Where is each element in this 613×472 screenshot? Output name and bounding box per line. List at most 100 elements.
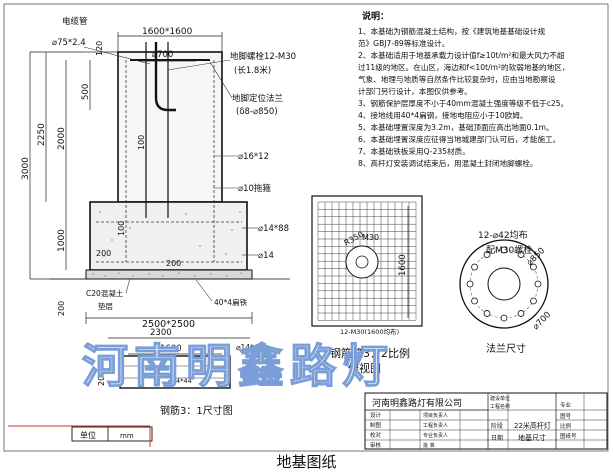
flange-bolt-hole [466, 280, 474, 288]
row-review: 审核 [370, 441, 382, 449]
design-notes: 说明： 1、本基础为钢筋混凝土结构，按《建筑地基基础设计规 范》GBJ7-89等… [358, 10, 569, 168]
note-line: 5、本基础埋置深度为3.2m，基础顶面应高出地面0.1m。 [358, 122, 554, 132]
bed-stipple [92, 272, 242, 277]
rebar-b-label: ⌀14*44 [242, 365, 270, 374]
company-name: 河南明鑫路灯有限公司 [372, 397, 462, 409]
plan-title: 钢筋笼3：2比例 [330, 346, 410, 360]
flange-bolt-hole [483, 251, 491, 258]
unit-label: 单位 [80, 430, 96, 440]
rebar-c-label: ⌀14*44 [168, 377, 192, 385]
dim-100a-label: 100 [137, 135, 146, 150]
rebar-frame [119, 355, 231, 389]
note-line: 3、钢筋保护层厚度不小于40mm混凝土强度等级不低于c25。 [358, 98, 568, 108]
dim-200a-label: 200 [96, 249, 111, 258]
flange-detail: 12-⌀42均布 配M30螺栓 ⌀850 ⌀700 法兰尺寸 [459, 229, 553, 355]
flange-bolt-hole [530, 297, 537, 305]
watermark: 河南明鑫路灯 [82, 339, 394, 393]
base-width-label: 2500*2500 [142, 319, 195, 330]
flange-bolt-hole [517, 251, 525, 258]
note-line: 7、本基础铁板采用Q-235材质。 [358, 146, 470, 156]
plan-center-hole [355, 255, 369, 269]
right-row-1: 专业 [560, 401, 572, 409]
anchor-bolt-label: 地脚螺栓12-M30 [230, 51, 296, 62]
top-right-2: 工程名称 [490, 403, 510, 410]
rebar-detail: 2300 1600 200 ⌀14*44 ⌀14*44 ⌀14*44 钢筋3：1… [97, 328, 270, 417]
title-block: 河南明鑫路灯有限公司 建设单位 工程名称 22米高杆灯 地基尺寸 设计 制图 校… [364, 392, 608, 450]
flange-bolt-hole [530, 263, 537, 271]
plan-view: R350 M30 1600 12-M30(1600均布) 钢筋笼3：2比例 俯视… [311, 195, 423, 375]
plan-rebar-grid [317, 201, 417, 321]
dim-500-label: 500 [81, 84, 91, 100]
plan-outline [311, 195, 423, 327]
rebar-a-label: ⌀14*44 [236, 343, 264, 352]
flange-hole-set [466, 246, 542, 322]
footing-hatch [99, 211, 241, 257]
bolt-length-label: (长1.8米) [234, 65, 271, 76]
flange-inner-circle [487, 267, 521, 301]
unit-value: mm [120, 432, 134, 440]
plan-1600-label: 1600 [398, 254, 408, 276]
rebar-vertical-label: ⌀16*12 [238, 152, 269, 162]
mid-row-4: 批 准 [423, 442, 435, 449]
base-concrete-label: C20混凝土 [86, 288, 124, 298]
mid-row-1: 项目负责人 [423, 412, 448, 419]
base-layer-label: 垫层 [98, 301, 113, 311]
flange-bolt-hole [500, 314, 508, 322]
flat-iron-label: 40*4扁铁 [214, 297, 248, 307]
flange-bolt-hole [483, 310, 491, 317]
mid-row-2: 工程负责人 [423, 422, 448, 429]
dim-2000-label: 2000 [57, 127, 67, 150]
flange-spec-label: (δ8-⌀850) [236, 107, 278, 117]
rebar-detail-title: 钢筋3：1尺寸图 [160, 404, 233, 417]
dim-120-label: 120 [95, 41, 104, 56]
page-caption: 地基图纸 [276, 453, 337, 471]
flange-outer-circle [459, 239, 549, 329]
dim-200b-label: 200 [166, 259, 181, 268]
notes-heading: 说明： [362, 10, 389, 22]
plan-bolt-circle [345, 245, 379, 279]
rebar-horizontal-label: ⌀14*88 [258, 224, 289, 234]
plan-subtitle: 俯视图 [348, 361, 381, 375]
subject-name: 地基尺寸 [518, 433, 546, 442]
conduit-size-label: ⌀75*2.4 [52, 38, 86, 48]
rebar-1600-label: 1600 [160, 344, 182, 354]
note-line: 2、本基础适用于地基承载力设计值f≥10t/m²和最大风力不超 [358, 50, 565, 60]
hoop-label: ⌀10拖箍 [238, 183, 271, 194]
dim-2250-label: 2250 [37, 123, 47, 146]
right-row-4: 图纸号 [560, 432, 577, 440]
bolt-circle-label: ⌀700 [152, 50, 173, 60]
note-line: 6、本基础埋置深度应征得当地城建部门认可后，才能施工。 [358, 134, 560, 144]
conduit-pipe [154, 42, 176, 112]
note-line: 8、高杆灯安装调试结束后，用混凝土封闭地脚螺栓。 [358, 158, 538, 168]
dim-3000-label: 3000 [21, 157, 31, 180]
flange-label: 地脚定位法兰 [232, 93, 283, 104]
flange-bolt-hole [471, 297, 478, 305]
top-right-1: 建设单位 [490, 395, 510, 402]
flange-title: 法兰尺寸 [486, 342, 526, 355]
note-line: 4、接地线用40*4扁钢，接地电阻应小于10欧姆。 [358, 110, 527, 120]
unit-block: 单位 mm [8, 425, 153, 447]
rebar-14-label: ⌀14 [258, 251, 274, 261]
row-draw: 制图 [370, 421, 382, 429]
date-label: 日期 [491, 434, 503, 442]
footing-bed [85, 269, 253, 280]
note-line: 范》GBJ7-89等标准设计。 [358, 38, 449, 48]
rebar-200-label: 200 [97, 371, 106, 386]
column-outline [117, 51, 223, 203]
flange-bolt-hole [500, 246, 508, 254]
flange-bolt-hole [517, 310, 525, 317]
right-row-2: 图号 [560, 412, 572, 420]
note-line: 1、本基础为钢筋混凝土结构，按《建筑地基基础设计规 [358, 26, 545, 36]
flange-bolt-hole [471, 263, 478, 271]
elevation-view: 1600*1600 ⌀700 120 电缆管 ⌀75*2.4 地脚螺栓12-M3… [21, 16, 296, 330]
dim-200c-label: 200 [57, 301, 66, 316]
mid-row-3: 专业负责人 [423, 432, 448, 439]
dim-1000-label: 1000 [57, 229, 67, 252]
conduit-label: 电缆管 [62, 16, 88, 27]
row-check: 校对 [370, 431, 382, 439]
drawing-frame [3, 3, 609, 452]
flange-bolt-hole [534, 280, 542, 288]
rebar-2300-label: 2300 [150, 328, 172, 338]
flange-holes-label: 12-⌀42均布 [478, 229, 528, 241]
